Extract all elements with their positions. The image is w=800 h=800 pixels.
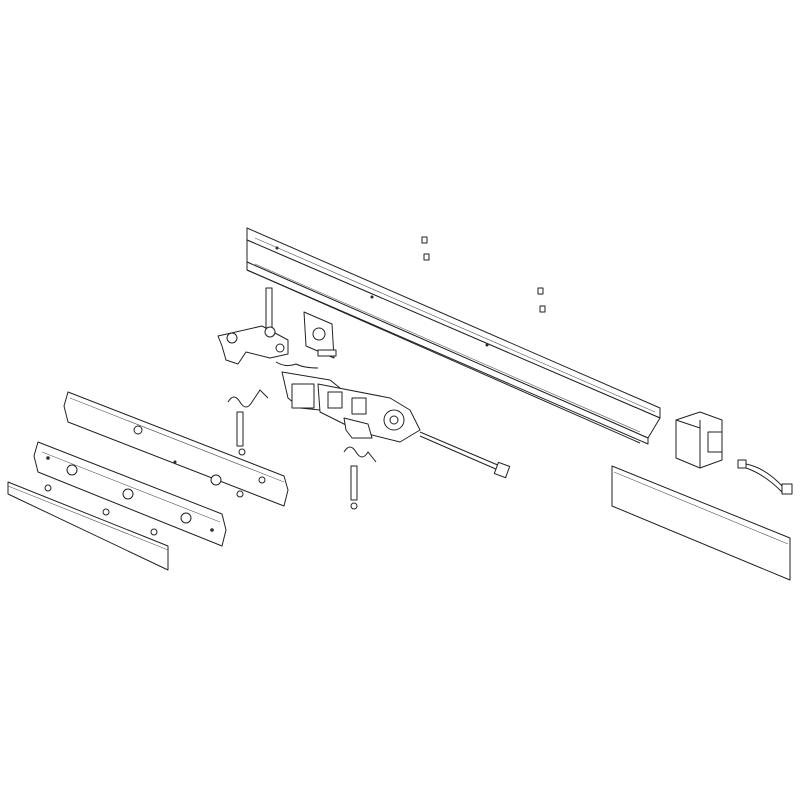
torsion-springs <box>227 389 377 463</box>
trim-strip <box>7 481 169 571</box>
arm-linkage-bracket <box>217 325 289 365</box>
control-box <box>675 411 723 469</box>
end-cap-plate <box>33 441 227 547</box>
left-cover-body <box>63 391 289 507</box>
header-channel-rail <box>246 227 661 445</box>
screws-top <box>421 236 546 313</box>
small-screws <box>44 448 358 536</box>
mounting-plate <box>303 311 337 359</box>
operator-motor-assembly <box>275 361 511 479</box>
right-cover-panel <box>611 465 791 581</box>
cable-harness <box>737 459 793 495</box>
